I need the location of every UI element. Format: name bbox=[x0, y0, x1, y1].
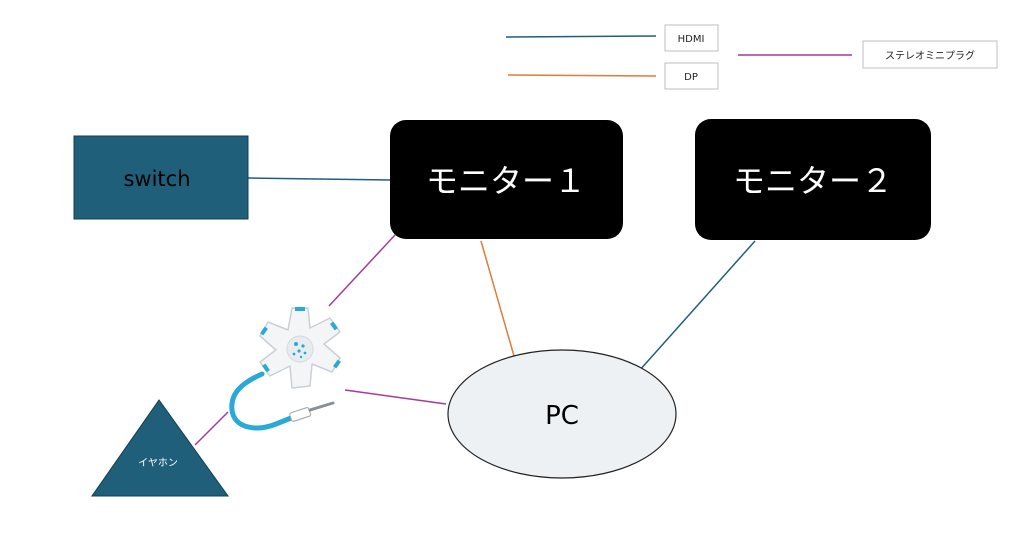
splitter-dot bbox=[303, 351, 307, 355]
splitter-dot bbox=[294, 342, 298, 346]
switch-label: switch bbox=[123, 167, 190, 191]
monitor1-label: モニター１ bbox=[426, 162, 586, 200]
splitter-dot bbox=[301, 344, 305, 348]
splitter-port bbox=[333, 359, 341, 369]
audio-splitter-icon bbox=[229, 307, 341, 431]
splitter-port bbox=[262, 363, 270, 373]
pc-label: PC bbox=[545, 401, 579, 431]
splitter-dot bbox=[297, 349, 301, 353]
splitter-plug-tip bbox=[308, 401, 335, 412]
monitor2-node: モニター２ bbox=[695, 119, 931, 240]
earphones-node: イヤホン bbox=[91, 399, 229, 497]
legend-stereo-box bbox=[862, 40, 998, 69]
legend-stereo-label: ステレオミニプラグ bbox=[885, 49, 975, 62]
switch-node: switch bbox=[73, 135, 249, 220]
monitor1-box bbox=[390, 120, 623, 239]
monitor2-label: モニター２ bbox=[733, 162, 893, 200]
splitter-port bbox=[260, 326, 268, 336]
stereo-splitter-pc bbox=[344, 389, 447, 405]
splitter-port bbox=[330, 321, 338, 331]
splitter-dot bbox=[292, 352, 296, 356]
stereo-monitor1-splitter bbox=[328, 234, 396, 307]
legend: HDMI DP ステレオミニプラグ bbox=[505, 24, 998, 90]
legend-dp-line bbox=[507, 74, 657, 77]
splitter-cable bbox=[229, 371, 299, 431]
monitor2-box bbox=[695, 119, 931, 240]
monitor1-node: モニター１ bbox=[390, 120, 623, 239]
hdmi-monitor2-pc bbox=[638, 240, 756, 372]
splitter-dot bbox=[299, 355, 303, 359]
connections bbox=[194, 177, 756, 446]
splitter-center bbox=[286, 335, 314, 363]
legend-hdmi-box bbox=[664, 24, 719, 52]
earphones-triangle bbox=[91, 399, 229, 497]
legend-dp-box bbox=[664, 62, 719, 90]
legend-hdmi-label: HDMI bbox=[678, 34, 705, 45]
hdmi-switch-monitor1 bbox=[247, 177, 392, 181]
splitter-port bbox=[295, 307, 305, 311]
stereo-earphones-splitter bbox=[194, 411, 229, 446]
legend-hdmi-line bbox=[505, 35, 657, 38]
pc-ellipse bbox=[447, 349, 677, 479]
legend-dp-label: DP bbox=[684, 72, 698, 83]
splitter-plug bbox=[289, 407, 312, 422]
dp-monitor1-pc bbox=[480, 240, 515, 357]
earphones-label: イヤホン bbox=[138, 457, 178, 469]
switch-box bbox=[73, 135, 249, 220]
pc-node: PC bbox=[447, 349, 677, 479]
